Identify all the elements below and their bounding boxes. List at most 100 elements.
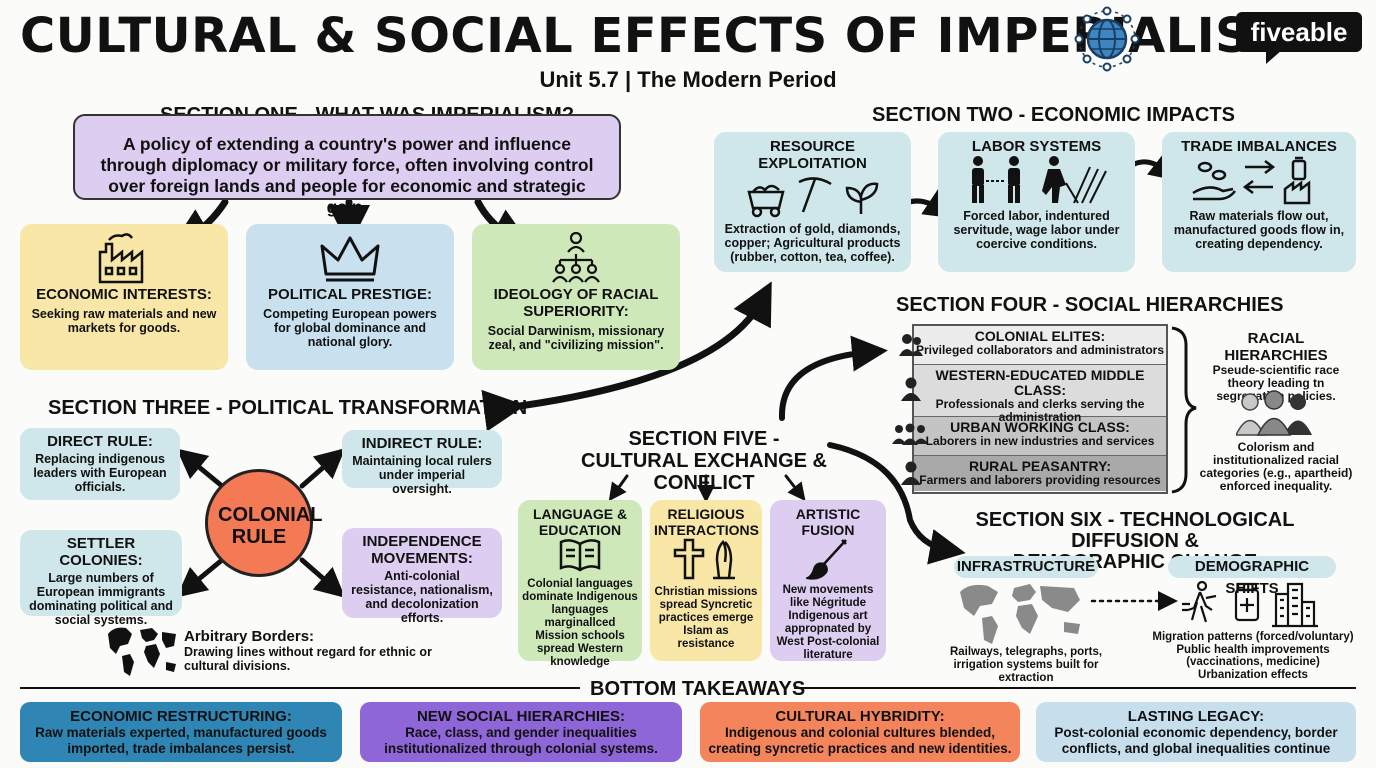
world-map-icon bbox=[960, 584, 1080, 644]
row-title: WESTERN-EDUCATED MIDDLE CLASS: bbox=[935, 367, 1145, 398]
card-text: Christian missions spread Syncretic prac… bbox=[654, 586, 758, 650]
card-title: IDEOLOGY OF RACIAL SUPERIORITY: bbox=[493, 286, 659, 320]
card-text: Seeking raw materials and new markets fo… bbox=[31, 307, 217, 335]
hierarchy-icon bbox=[552, 231, 600, 283]
person-icon bbox=[901, 461, 921, 485]
card-text: Colonial languages dominate Indigenous l… bbox=[522, 578, 638, 668]
artistic-fusion-card: ARTISTIC FUSION New movements like Négri… bbox=[770, 500, 886, 661]
colorism-text: Colorism and institutionalized racial ca… bbox=[1199, 440, 1353, 493]
card-text: Maintaining local rulers under imperial … bbox=[352, 454, 492, 496]
row-text: Laborers in new industries and services bbox=[925, 434, 1155, 448]
brush-icon bbox=[806, 539, 847, 580]
borders-title: Arbitrary Borders: bbox=[184, 628, 315, 645]
section-five-heading: SECTION FIVE - CULTURAL EXCHANGE & CONFL… bbox=[581, 428, 827, 494]
takeaway-text: Race, class, and gender inequalities ins… bbox=[384, 725, 658, 756]
infrastructure-text: Railways, telegraphs, ports, irrigation … bbox=[949, 646, 1103, 684]
religious-interactions-card: RELIGIOUS INTERACTIONS Christian mission… bbox=[650, 500, 762, 661]
independence-movements-card: INDEPENDENCE MOVEMENTS: Anti-colonial re… bbox=[342, 528, 502, 625]
globe-network-icon bbox=[1074, 6, 1140, 72]
takeaway-title: LASTING LEGACY: bbox=[1127, 708, 1265, 725]
card-text: Large numbers of European immigrants dom… bbox=[29, 571, 173, 627]
card-text: New movements like Négritude Indigenous … bbox=[776, 584, 880, 661]
hierarchy-row: RURAL PEASANTRY: Farmers and laborers pr… bbox=[914, 456, 1166, 491]
takeaways-heading: BOTTOM TAKEAWAYS bbox=[590, 678, 806, 700]
page-subtitle: Unit 5.7 | The Modern Period bbox=[539, 67, 837, 92]
card-text: Social Darwinism, missionary zeal, and "… bbox=[487, 324, 665, 352]
social-pyramid: COLONIAL ELITES: Privileged collaborator… bbox=[912, 324, 1168, 494]
takeaway-title: ECONOMIC RESTRUCTURING: bbox=[70, 708, 292, 725]
diverse-people-icon bbox=[1236, 390, 1312, 436]
card-title: LANGUAGE & EDUCATION bbox=[532, 506, 628, 538]
card-title: INDEPENDENCE MOVEMENTS: bbox=[362, 533, 482, 567]
racial-ideology-card: IDEOLOGY OF RACIAL SUPERIORITY: Social D… bbox=[472, 224, 680, 370]
section-four-heading: SECTION FOUR - SOCIAL HIERARCHIES bbox=[896, 294, 1284, 316]
card-text: Raw materials flow out, manufactured goo… bbox=[1173, 209, 1345, 251]
factory-icon bbox=[98, 233, 144, 284]
row-title: URBAN WORKING CLASS: bbox=[950, 419, 1130, 435]
side-title: RACIAL HIERARCHIES bbox=[1224, 330, 1328, 364]
hierarchy-row: COLONIAL ELITES: Privileged collaborator… bbox=[914, 326, 1166, 365]
cross-prayer-icon bbox=[673, 538, 735, 580]
trade-icon bbox=[1192, 156, 1311, 205]
arbitrary-borders-note: Arbitrary Borders: Drawing lines without… bbox=[184, 628, 434, 673]
workers-icon bbox=[971, 156, 1107, 204]
row-text: Farmers and laborers providing resources bbox=[919, 473, 1161, 487]
card-title: RESOURCE EXPLOITATION bbox=[758, 138, 867, 172]
row-title: RURAL PEASANTRY: bbox=[968, 458, 1112, 474]
crown-icon bbox=[320, 236, 380, 282]
mining-icon bbox=[746, 177, 878, 218]
takeaway-lasting-legacy: LASTING LEGACY: Post-colonial economic d… bbox=[1036, 702, 1356, 762]
card-title: RELIGIOUS INTERACTIONS bbox=[654, 506, 759, 538]
card-title: POLITICAL PRESTIGE: bbox=[268, 286, 432, 303]
economic-interests-card: ECONOMIC INTERESTS: Seeking raw material… bbox=[20, 224, 228, 370]
card-title: SETTLER COLONIES: bbox=[59, 535, 143, 569]
row-text: Privileged collaborators and administrat… bbox=[915, 343, 1165, 357]
trade-imbalances-card: TRADE IMBALANCES Raw materials flow out,… bbox=[1162, 132, 1356, 272]
takeaway-new-social-hierarchies: NEW SOCIAL HIERARCHIES: Race, class, and… bbox=[360, 702, 682, 762]
resource-exploitation-card: RESOURCE EXPLOITATION Extraction of gold… bbox=[714, 132, 911, 272]
takeaway-title: CULTURAL HYBRIDITY: bbox=[775, 708, 945, 725]
person-icon bbox=[901, 377, 921, 401]
fiveable-logo[interactable]: fiveable bbox=[1236, 12, 1362, 64]
settler-colonies-card: SETTLER COLONIES: Large numbers of Europ… bbox=[20, 530, 182, 627]
colonial-rule-circle: COLONIAL RULE bbox=[205, 469, 322, 577]
labor-systems-card: LABOR SYSTEMS Forced labor, indentured s… bbox=[938, 132, 1135, 272]
imperialism-definition: A policy of extending a country's power … bbox=[73, 114, 621, 217]
section-two-heading: SECTION TWO - ECONOMIC IMPACTS bbox=[872, 104, 1235, 126]
migration-health-city-icon bbox=[1182, 580, 1318, 628]
section-six-heading-line1: SECTION SIX - TECHNOLOGICAL DIFFUSION & bbox=[975, 509, 1295, 552]
card-title: ECONOMIC INTERESTS: bbox=[36, 286, 212, 303]
indirect-rule-card: INDIRECT RULE: Maintaining local rulers … bbox=[342, 430, 502, 496]
demographic-shifts-label: DEMOGRAPHIC SHIFTS bbox=[1168, 556, 1336, 597]
card-text: Anti-colonial resistance, nationalism, a… bbox=[351, 569, 493, 625]
language-education-card: LANGUAGE & EDUCATION Colonial languages … bbox=[518, 500, 642, 668]
hierarchy-row: WESTERN-EDUCATED MIDDLE CLASS: Professio… bbox=[914, 365, 1166, 424]
takeaway-cultural-hybridity: CULTURAL HYBRIDITY: Indigenous and colon… bbox=[700, 702, 1020, 762]
card-text: Replacing indigenous leaders with Europe… bbox=[33, 452, 167, 494]
card-text: Competing European powers for global dom… bbox=[263, 307, 437, 349]
card-title: ARTISTIC FUSION bbox=[795, 506, 861, 538]
card-text: Forced labor, indentured servitude, wage… bbox=[953, 209, 1120, 251]
direct-rule-card: DIRECT RULE: Replacing indigenous leader… bbox=[20, 428, 180, 500]
card-title: INDIRECT RULE: bbox=[361, 435, 483, 452]
takeaway-text: Post-colonial economic dependency, borde… bbox=[1054, 725, 1338, 756]
demographic-text: Migration patterns (forced/voluntary) Pu… bbox=[1152, 631, 1354, 681]
row-title: COLONIAL ELITES: bbox=[974, 328, 1106, 344]
takeaway-economic-restructuring: ECONOMIC RESTRUCTURING: Raw materials ex… bbox=[20, 702, 342, 762]
card-text: Extraction of gold, diamonds, copper; Ag… bbox=[724, 222, 901, 264]
group-icon bbox=[892, 423, 928, 445]
card-title: DIRECT RULE: bbox=[47, 433, 153, 450]
broken-world-map-icon bbox=[108, 625, 176, 681]
hierarchy-row: URBAN WORKING CLASS: Laborers in new ind… bbox=[914, 417, 1166, 456]
takeaway-text: Raw materials experted, manufactured goo… bbox=[35, 725, 327, 756]
card-title: TRADE IMBALANCES bbox=[1181, 138, 1337, 155]
card-title: LABOR SYSTEMS bbox=[971, 138, 1102, 155]
section-three-heading: SECTION THREE - POLITICAL TRANSFORMATION bbox=[48, 397, 528, 419]
infrastructure-label: INFRASTRUCTURE bbox=[954, 556, 1098, 578]
person-icon bbox=[899, 334, 923, 356]
takeaway-title: NEW SOCIAL HIERARCHIES: bbox=[416, 708, 626, 725]
borders-text: Drawing lines without regard for ethnic … bbox=[184, 645, 432, 673]
row-text: Professionals and clerks serving the adm… bbox=[935, 397, 1145, 424]
book-icon bbox=[559, 539, 601, 572]
